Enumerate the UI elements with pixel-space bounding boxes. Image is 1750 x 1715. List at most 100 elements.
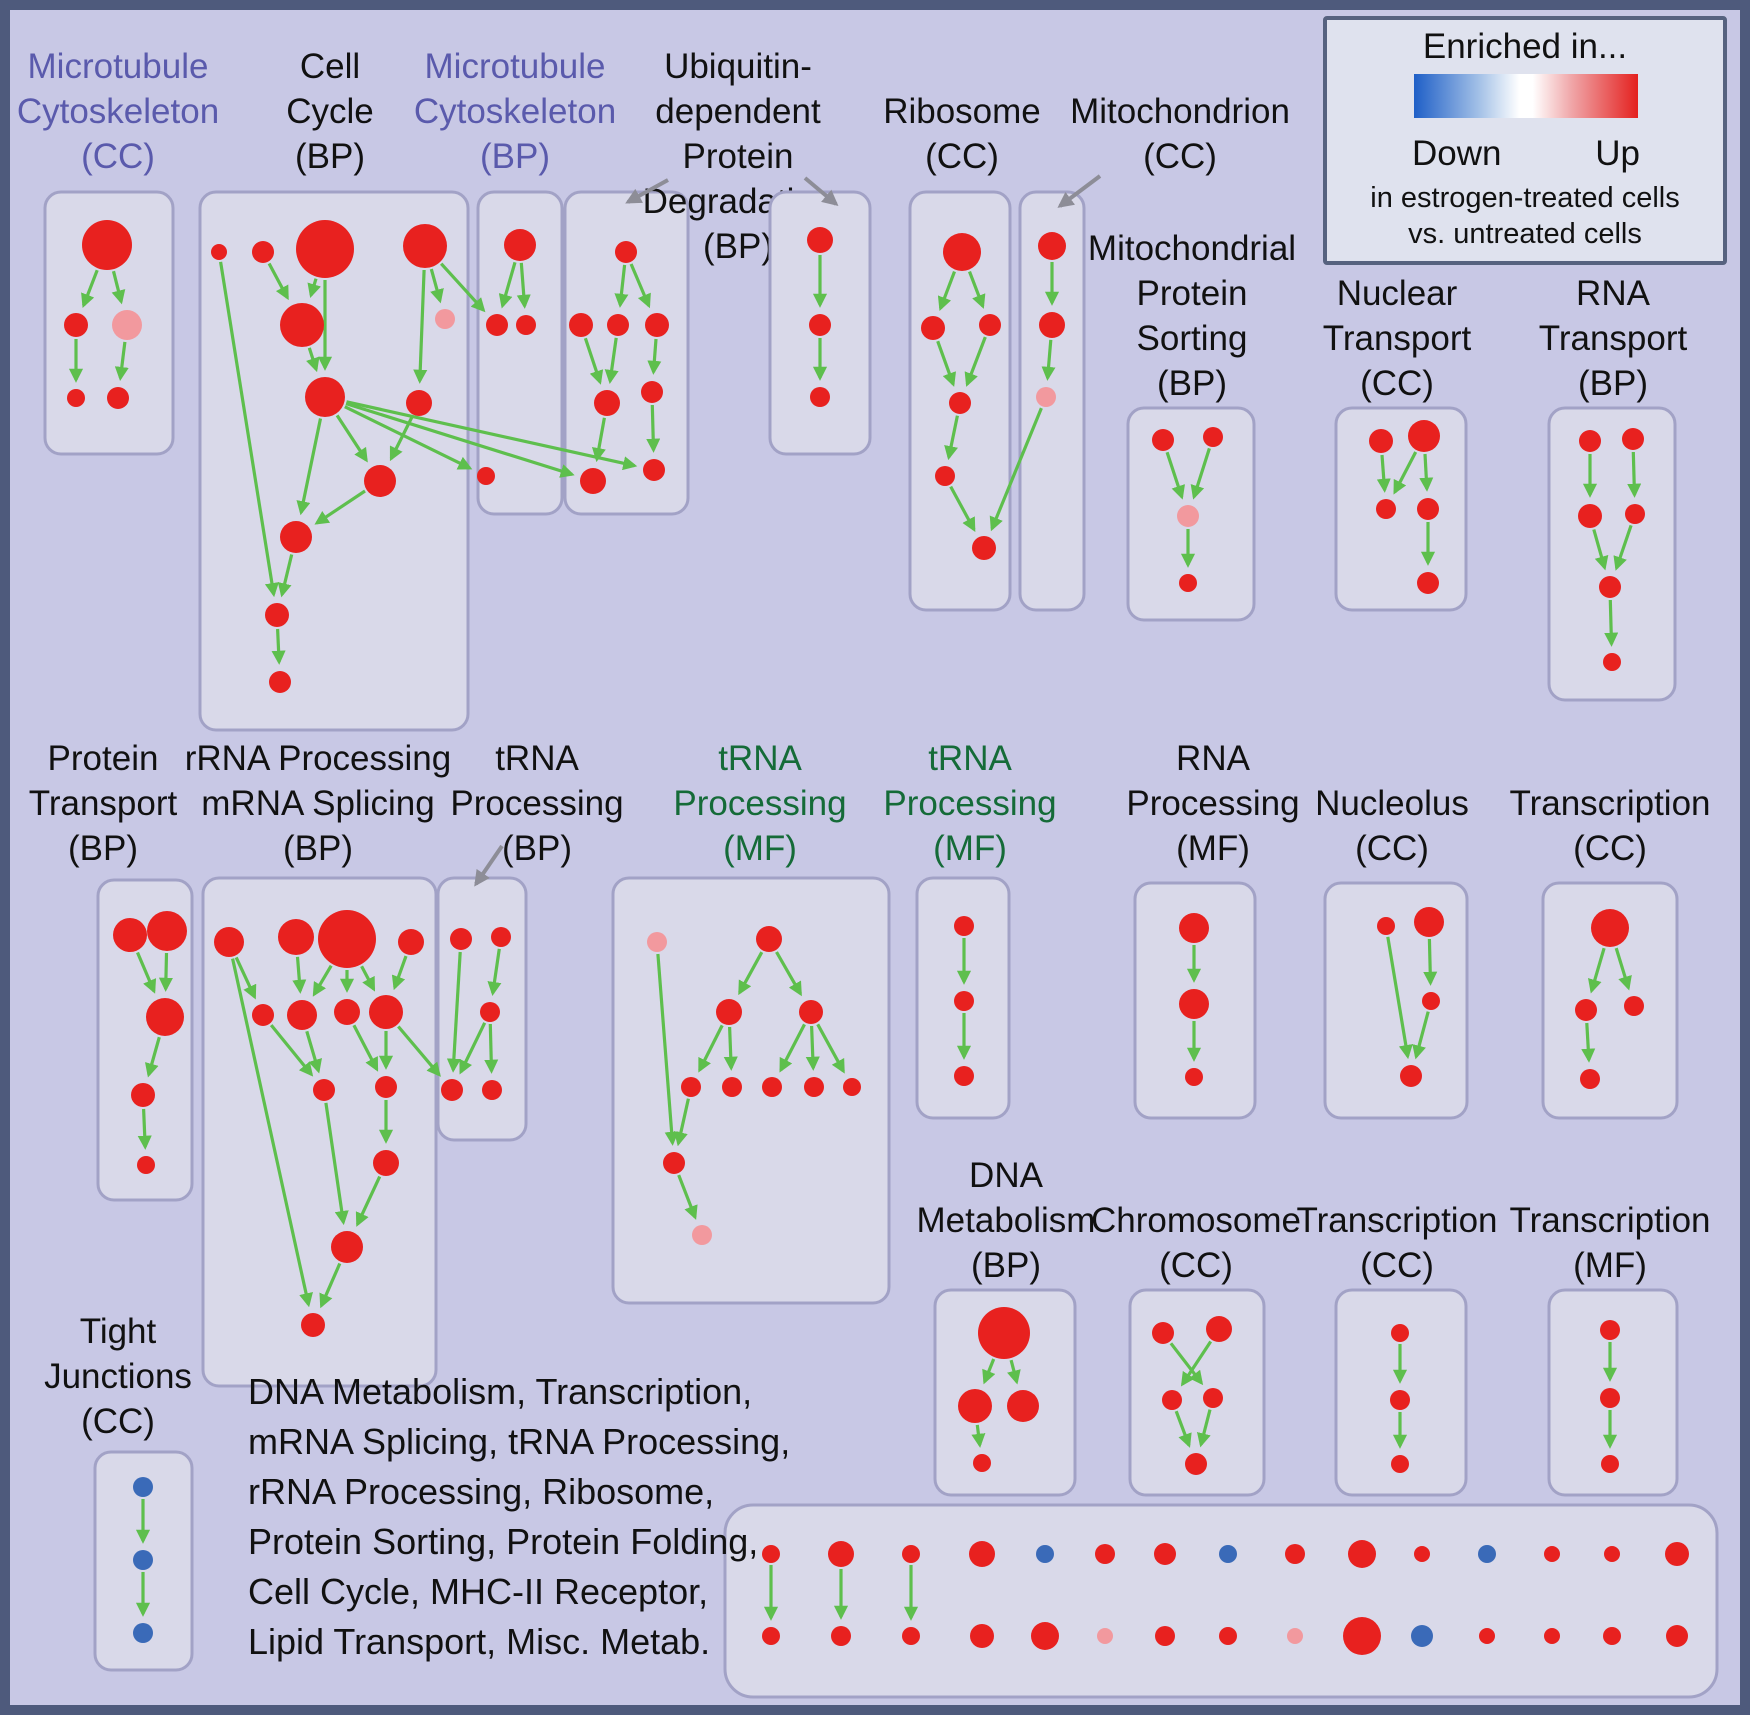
go-term-node [580,468,606,494]
go-term-node [211,244,227,260]
go-term-node [133,1550,153,1570]
edge-arrow [305,1030,322,1074]
cluster-label-tight-junctions-cc: Tight [80,1312,157,1351]
edge-arrow [307,278,321,298]
cluster-label-cell-cycle-bp: Cell [300,47,360,86]
go-term-node [1007,1390,1039,1422]
go-term-node [280,303,324,347]
edge-arrow [1196,1409,1212,1448]
edge-arrow [1419,453,1434,492]
edge-arrow [614,264,629,308]
cluster-label-microtubule-cytoskeleton-cc: Cytoskeleton [17,92,219,131]
edge-arrow [591,417,606,463]
cluster-label-mitochondrial-protein-sorting-bp: Sorting [1137,319,1248,358]
go-term-node [504,229,536,261]
cluster-box-trna-processing-mf [611,876,891,1305]
legend-context-line1: in estrogen-treated cells [1370,182,1680,214]
go-term-node [594,390,620,416]
go-term-node [369,995,403,1029]
go-term-node [133,1623,153,1643]
edge-arrow [231,958,313,1308]
cluster-label-protein-transport-bp: Protein [48,739,159,778]
edge-arrow [345,402,575,478]
label-pointer-arrow [803,176,839,207]
cluster-label-transcription-mf: (MF) [1573,1246,1647,1285]
go-term-node [1390,1390,1410,1410]
go-term-node [146,998,184,1036]
go-term-node [1422,992,1440,1010]
cluster-label-nuclear-transport-cc: Nuclear [1337,274,1458,313]
go-term-node [716,999,742,1025]
edge-arrow [816,1023,845,1074]
cluster-box-microtubule-cytoskeleton-cc [43,190,175,456]
go-term-node [1400,1065,1422,1087]
go-term-node [137,1156,155,1174]
cluster-box-microtubule-cytoskeleton-bp [476,190,564,516]
legend-context-line2: vs. untreated cells [1408,218,1642,250]
edge-arrow [158,952,173,992]
go-term-node [663,1152,685,1174]
edge-arrow [1169,1342,1204,1386]
cluster-label-trna-processing-bp: Processing [450,784,623,823]
cluster-label-ubiquitin-dependent-protein-degradation-bp: (BP) [703,227,773,266]
cluster-nucleolus-cc: Nucleolus(CC) [1315,784,1469,1120]
cluster-label-protein-transport-bp: (BP) [68,829,138,868]
go-term-node [1600,1320,1620,1340]
edge-arrow [805,1025,820,1071]
cluster-label-dna-metabolism-bp: DNA [969,1156,1044,1195]
edge-arrow [1165,451,1185,500]
misc-text-layer: DNA Metabolism, Transcription,mRNA Splic… [248,1371,790,1662]
go-term-node [943,233,981,271]
go-term-node [1580,1069,1600,1089]
cluster-label-trna-processing-bp: (BP) [502,829,572,868]
edge-arrow [1412,1011,1430,1060]
edge-arrow [1393,451,1418,495]
go-term-node [1179,574,1197,592]
cluster-label-microtubule-cytoskeleton-cc: (CC) [81,137,155,176]
go-term-node [1624,996,1644,1016]
misc-categories-text: Protein Sorting, Protein Folding, [248,1521,758,1562]
go-term-node [491,927,511,947]
go-term-node [722,1077,742,1097]
go-term-node [692,1225,712,1245]
cluster-label-ubiquitin-dependent-protein-degradation-bp: Protein [683,137,794,176]
go-term-node [131,1083,155,1107]
cluster-mitochondrion-cc: Mitochondrion(CC) [1018,92,1290,612]
go-term-node [1417,572,1439,594]
edge-arrow [484,1023,499,1074]
cluster-label-trna-processing-mf-2: Processing [883,784,1056,823]
cluster-label-transcription-cc-2: Transcription [1297,1201,1498,1240]
misc-categories-text: Cell Cycle, MHC-II Receptor, [248,1571,708,1612]
edge-arrow [292,956,307,994]
edge-arrow [1613,524,1633,571]
edge-arrow [604,337,619,384]
go-term-node [1575,999,1597,1021]
go-term-node [1095,1544,1115,1564]
go-term-node [252,241,274,263]
edge-arrow [391,955,408,991]
go-term-node [1287,1628,1303,1644]
cluster-box-rrna-processing-mrna-splicing-bp [201,876,438,1388]
go-term-node [280,521,312,553]
go-term-node [970,1624,994,1648]
go-term-node [1417,498,1439,520]
edge-arrow [964,336,987,387]
go-term-node [949,392,971,414]
misc-categories-text: DNA Metabolism, Transcription, [248,1371,752,1412]
edge-arrow [647,338,662,375]
go-term-node [1285,1544,1305,1564]
go-term-node [762,1077,782,1097]
edge-arrow [1007,1359,1021,1385]
edge-arrow [234,956,257,1000]
cluster-label-ubiquitin-dependent-protein-degradation-bp: Ubiquitin- [664,47,812,86]
go-term-node [804,1077,824,1097]
edge-arrow [656,953,679,1146]
go-term-node [82,220,132,270]
cluster-box-protein-transport-bp [96,878,194,1202]
edge-arrow [968,271,986,309]
edge-arrow [136,951,157,994]
bottom-layer [723,1503,1719,1699]
cluster-transcription-mf: Transcription(MF) [1510,1201,1711,1497]
go-term-node [482,1080,502,1100]
